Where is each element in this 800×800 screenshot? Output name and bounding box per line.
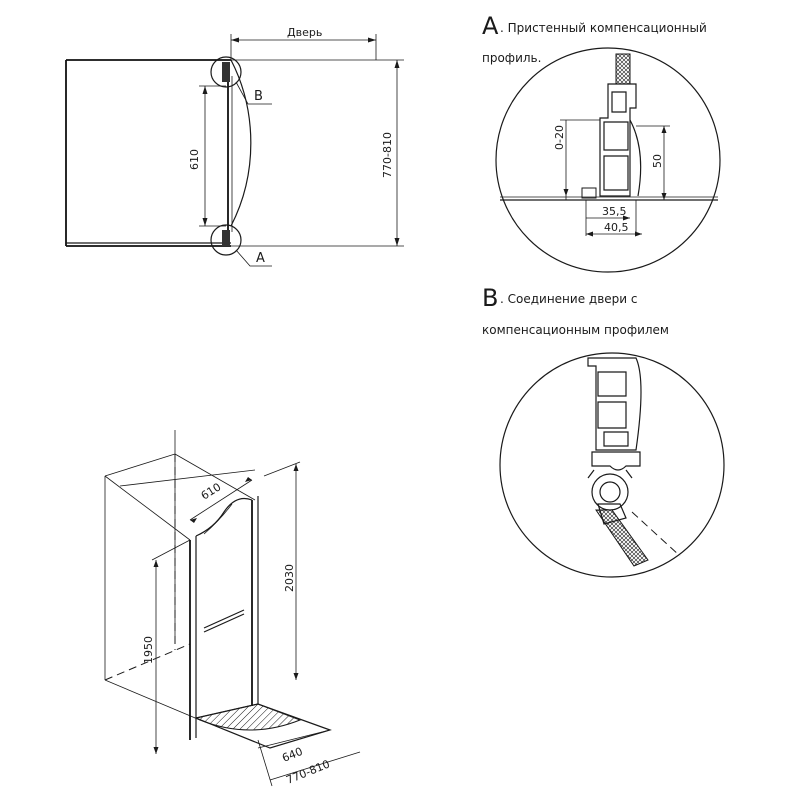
plan-view: Дверь 610 770-810 B A	[65, 26, 404, 267]
hinge-b	[222, 62, 230, 82]
callout-circle-a	[210, 224, 242, 256]
detail-b-caption-2: компенсационным профилем	[482, 323, 669, 337]
iso-dim-610: 610	[199, 480, 224, 502]
iso-dim-640: 640	[280, 745, 304, 765]
door-swing-arc	[230, 59, 252, 227]
door-label: Дверь	[287, 26, 322, 39]
detail-a-letter: A	[482, 12, 499, 40]
dim-770-810-plan: 770-810	[381, 60, 400, 246]
detail-a-circle	[495, 47, 721, 273]
door-dimension: Дверь	[230, 26, 377, 60]
detail-a-dim-35-5: 35,5	[602, 205, 627, 218]
callout-b-label: B	[254, 89, 263, 104]
iso-view: 610 2030 1950 640 770-810	[104, 430, 361, 787]
wall-outline	[65, 59, 404, 247]
detail-b-caption-1: . Соединение двери с	[500, 292, 637, 306]
detail-b-letter: B	[482, 284, 498, 312]
callout-a-label: A	[256, 251, 265, 266]
hinge-a	[222, 230, 230, 246]
dim-770-810-plan-label: 770-810	[381, 132, 394, 178]
detail-a-caption-2: профиль.	[482, 51, 541, 65]
detail-b-circle	[499, 352, 725, 578]
detail-a-dim-40-5: 40,5	[604, 221, 629, 234]
iso-dim-1950: 1950	[142, 636, 155, 664]
detail-a-dim-50: 50	[651, 154, 664, 168]
detail-a: A . Пристенный компенсационный профиль. …	[482, 12, 721, 273]
dim-610-plan-label: 610	[188, 149, 201, 170]
detail-a-caption-1: . Пристенный компенсационный	[500, 21, 707, 35]
callout-circle-b	[210, 56, 242, 88]
iso-dim-2030: 2030	[283, 564, 296, 592]
dim-610-plan: 610	[188, 85, 226, 227]
detail-b: B . Соединение двери с компенсационным п…	[482, 284, 725, 578]
detail-a-dim-0-20: 0-20	[553, 125, 566, 150]
